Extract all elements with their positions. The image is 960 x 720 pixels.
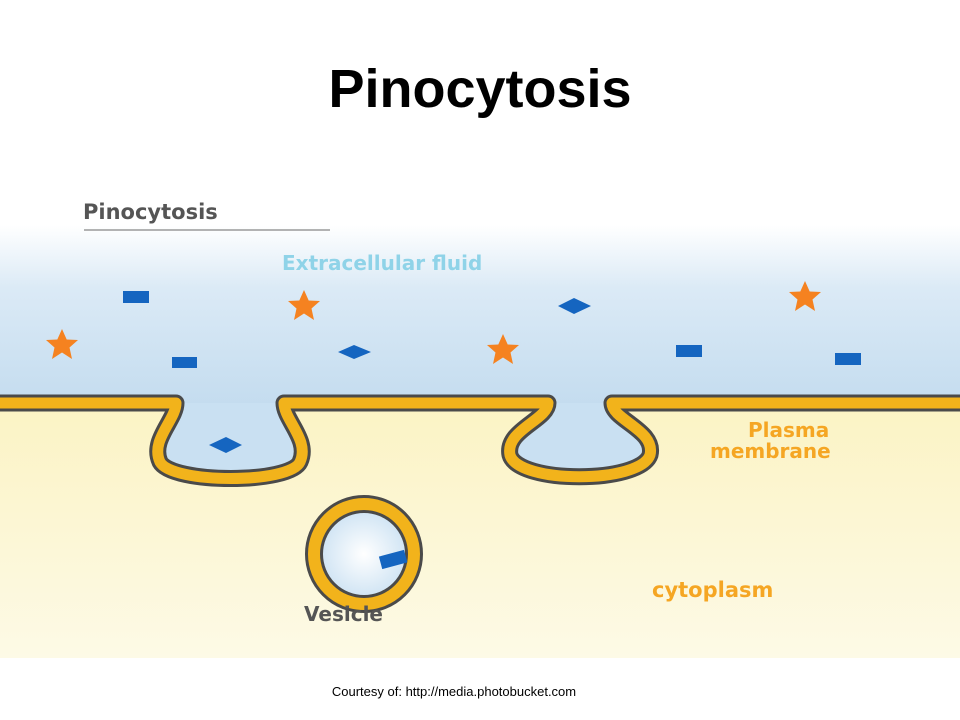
pinocytosis-diagram: Pinocytosis Extracellular fluid Plasma m… (0, 200, 960, 658)
square-particle (172, 357, 197, 368)
plasma-membrane-label: Plasma membrane (710, 418, 836, 463)
slide-title: Pinocytosis (328, 59, 632, 119)
diamond-particles (209, 298, 591, 453)
square-particles (123, 291, 861, 570)
plasma-membrane (0, 394, 960, 487)
plasma-label-line2: membrane (710, 439, 831, 463)
square-particle (123, 291, 149, 303)
vesicle (305, 495, 423, 613)
vesicle-label: Vesicle (304, 602, 383, 626)
star-particle (789, 281, 821, 311)
diamond-particle (209, 437, 242, 453)
image-credit: Courtesy of: http://media.photobucket.co… (331, 684, 577, 699)
extracellular-label: Extracellular fluid (282, 251, 482, 275)
plasma-label-line1: Plasma (748, 418, 829, 442)
diamond-particle (338, 345, 371, 359)
square-particle (835, 353, 861, 365)
diamond-particle (558, 298, 591, 314)
star-particle (487, 334, 519, 364)
cytoplasm-label: cytoplasm (652, 578, 773, 602)
extracellular-region (0, 225, 960, 405)
diagram-heading: Pinocytosis (83, 200, 218, 224)
square-particle (676, 345, 702, 357)
star-particles (46, 281, 821, 364)
star-particle (46, 329, 78, 359)
star-particle (288, 290, 320, 320)
square-particle (378, 549, 408, 570)
